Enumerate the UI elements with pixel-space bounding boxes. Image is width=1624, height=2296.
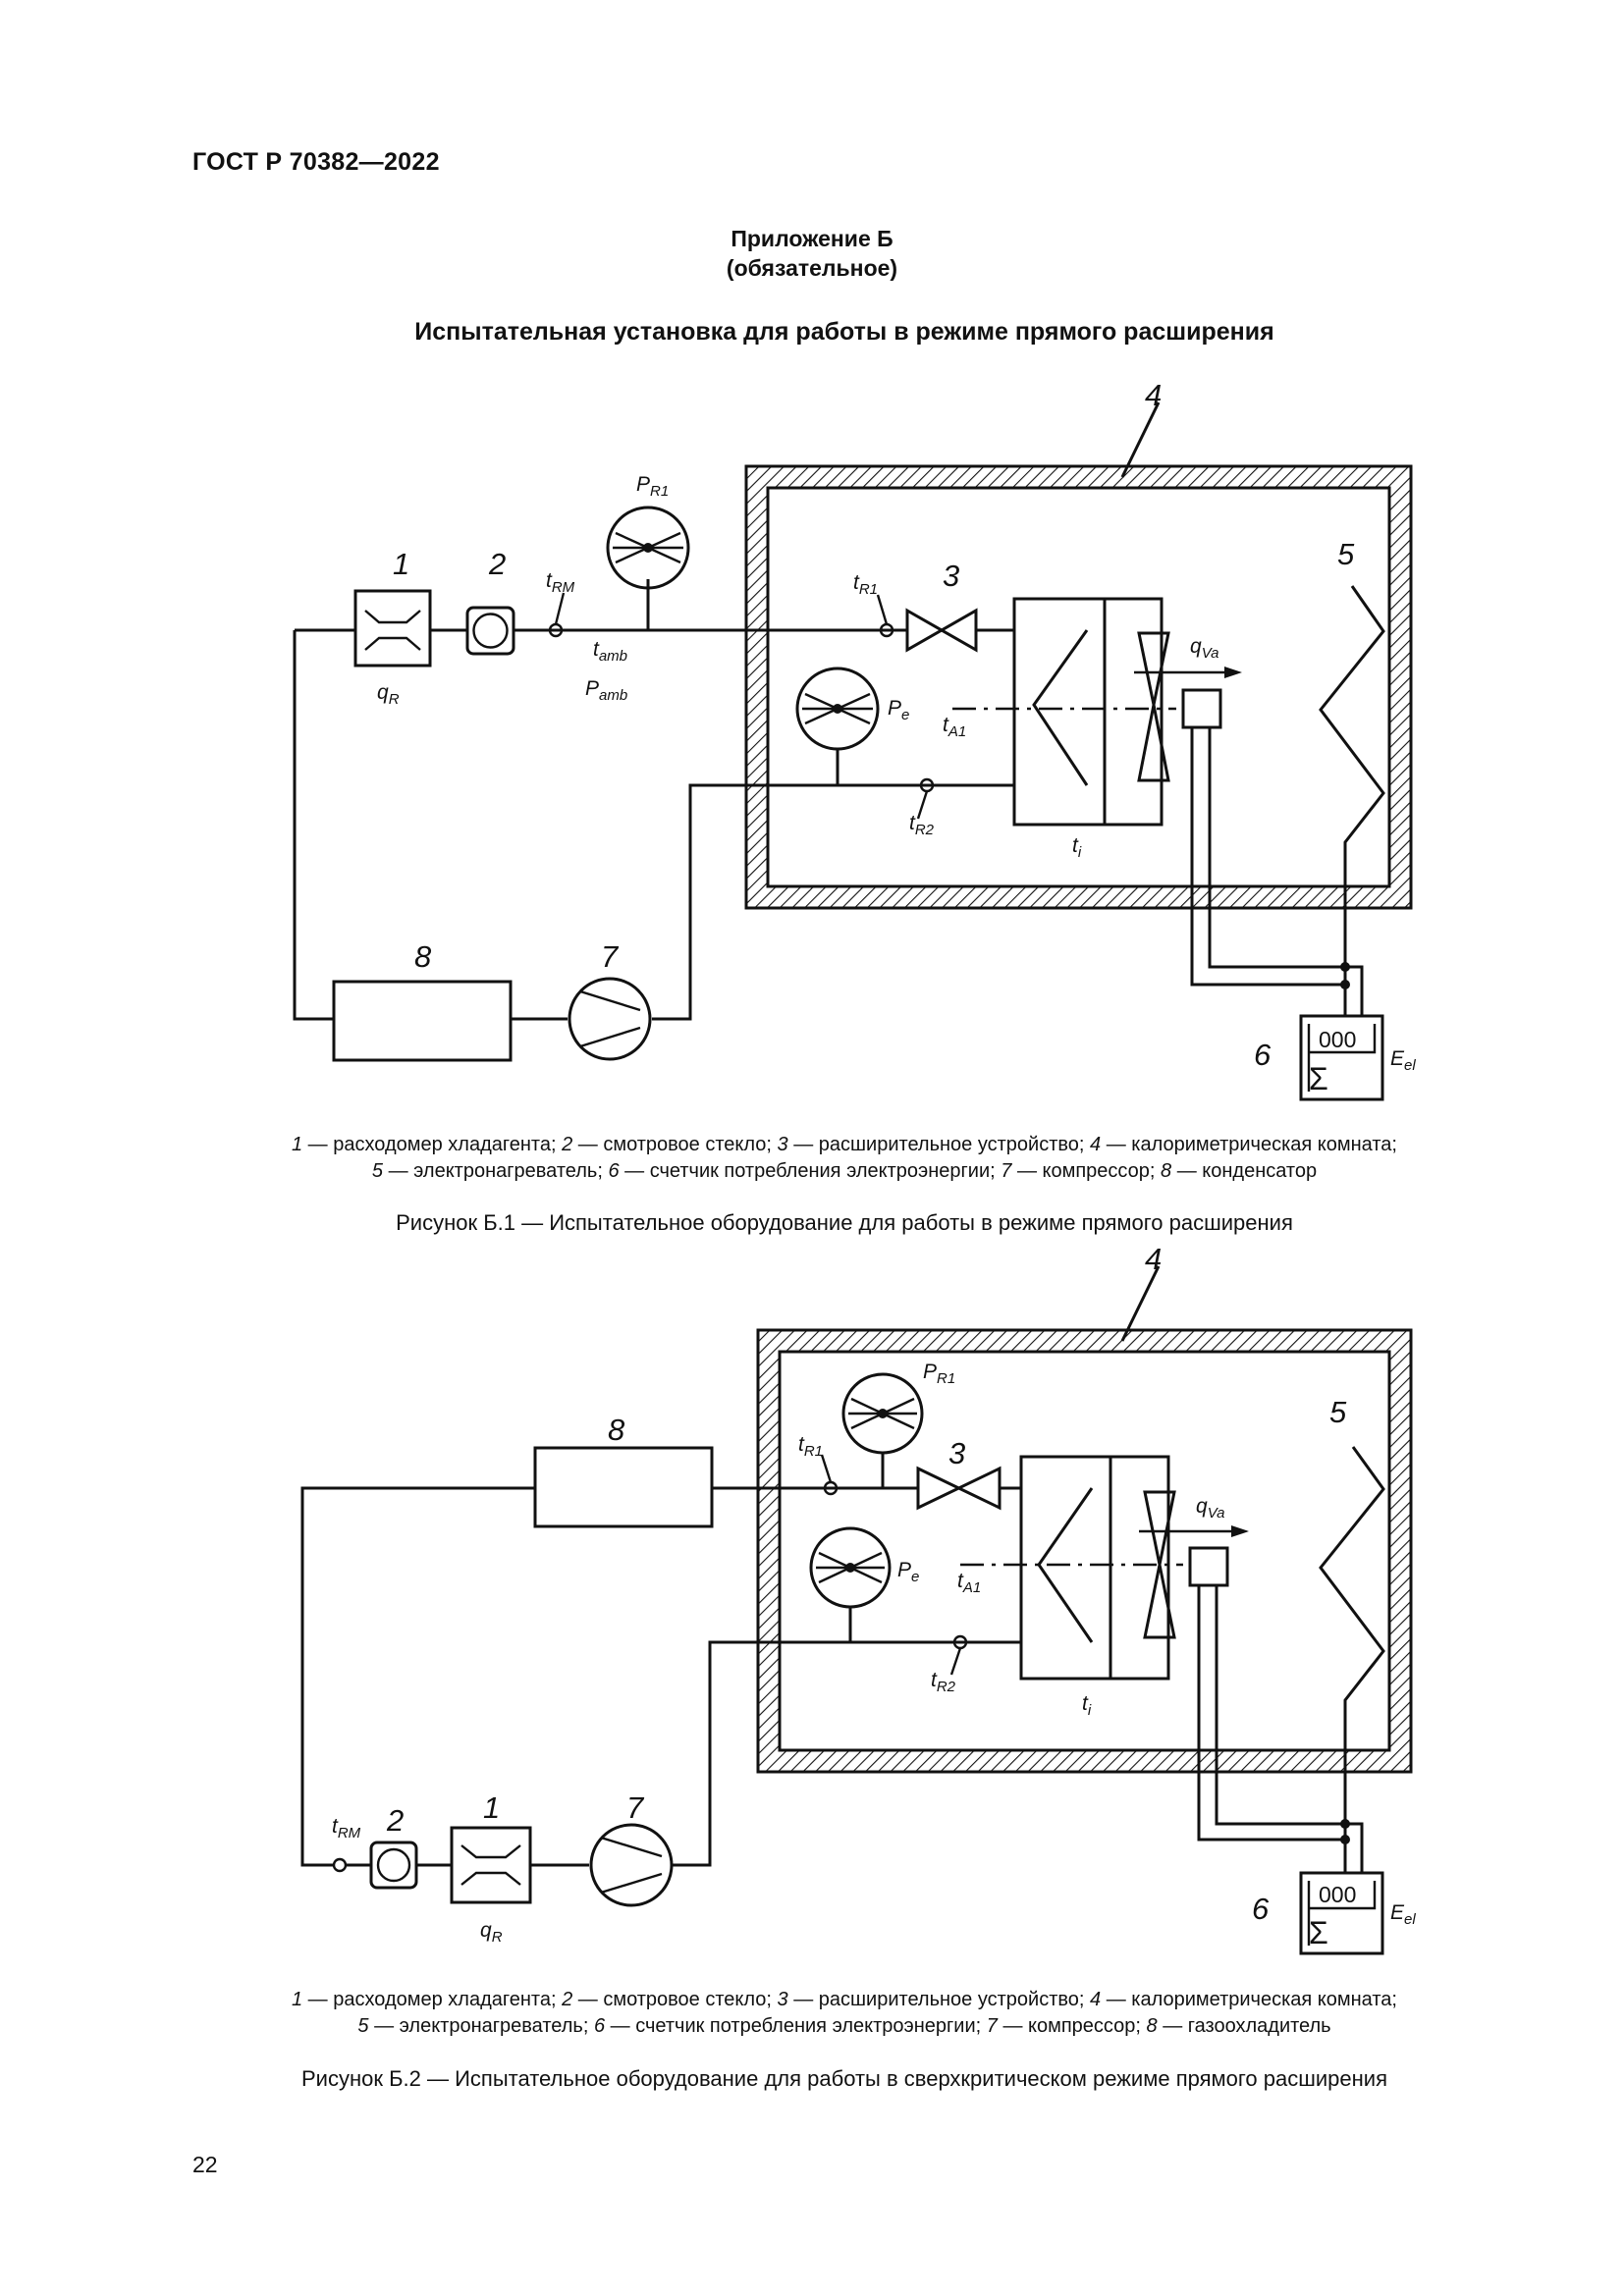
tR1-leader	[820, 1454, 833, 1483]
number-1: 1	[483, 1790, 500, 1825]
calorimeter-room-wall	[744, 464, 1413, 910]
number-4: 4	[1145, 1242, 1162, 1276]
label-tRM: tRM	[546, 569, 575, 596]
flowmeter-1	[353, 589, 432, 667]
label-Pamb: Pamb	[585, 677, 627, 704]
electric-heater-5	[1319, 1446, 1385, 1824]
number-1: 1	[393, 547, 409, 581]
meter-digits: 000	[1319, 1882, 1356, 1907]
meter-digits: 000	[1319, 1027, 1356, 1052]
electric-heater-5	[1319, 585, 1385, 967]
label-tA1: tA1	[943, 714, 966, 740]
energy-meter-6: 000 Σ	[1299, 1871, 1384, 1955]
label-tamb: tamb	[593, 638, 627, 665]
figure-1-legend: 1 — расходомер хладагента; 2 — смотровое…	[0, 1132, 1624, 1185]
number-7: 7	[601, 939, 620, 974]
room-leader-line	[1120, 1265, 1161, 1342]
tR2-leader	[916, 790, 929, 820]
condenser-8	[332, 980, 513, 1062]
evaporator-unit	[1019, 1455, 1176, 1681]
label-Pe: Pe	[897, 1559, 919, 1585]
label-tRM: tRM	[332, 1815, 361, 1842]
airflow-arrow	[1139, 1525, 1249, 1537]
compressor-7	[589, 1823, 674, 1907]
meter-wiring	[1190, 727, 1364, 1016]
number-7: 7	[626, 1790, 645, 1825]
document-header: ГОСТ Р 70382—2022	[192, 148, 440, 176]
gas-cooler-8	[533, 1446, 714, 1528]
airflow-arrow	[1134, 667, 1242, 678]
number-5: 5	[1337, 537, 1355, 571]
number-8: 8	[608, 1413, 625, 1447]
figure-2-legend: 1 — расходомер хладагента; 2 — смотровое…	[0, 1987, 1624, 2040]
meter-wiring	[1197, 1585, 1364, 1873]
label-Eel: Eel	[1390, 1047, 1416, 1074]
legend-line: 1 — расходомер хладагента; 2 — смотровое…	[292, 1134, 1397, 1155]
calorimeter-room-wall	[756, 1328, 1413, 1774]
number-8: 8	[414, 939, 432, 974]
label-PR1: PR1	[923, 1361, 955, 1387]
compressor-7	[568, 977, 652, 1061]
label-Pe: Pe	[888, 697, 909, 723]
flowmeter-1	[450, 1826, 532, 1904]
number-5: 5	[1329, 1395, 1347, 1429]
pressure-gauge-PR1	[606, 506, 690, 590]
tRM-leader	[554, 592, 566, 625]
legend-line: 5 — электронагреватель; 6 — счетчик потр…	[371, 1160, 1318, 1182]
number-3: 3	[948, 1436, 965, 1470]
label-ti: ti	[1082, 1692, 1092, 1719]
number-6: 6	[1252, 1892, 1270, 1926]
label-tR1: tR1	[853, 571, 878, 598]
number-3: 3	[943, 559, 959, 593]
label-tA1: tA1	[957, 1570, 981, 1596]
meter-sigma: Σ	[1309, 1915, 1328, 1950]
figure-2-caption: Рисунок Б.2 — Испытательное оборудование…	[301, 2066, 1387, 2091]
pressure-gauge-Pe	[795, 667, 880, 751]
expansion-valve-3	[905, 608, 978, 653]
label-qR: qR	[377, 681, 400, 708]
room-leader-line	[1120, 401, 1161, 478]
number-4: 4	[1145, 378, 1162, 412]
evaporator-unit	[1012, 597, 1170, 827]
pressure-gauge-PR1	[841, 1372, 924, 1455]
refrigerant-pipes	[300, 1453, 1021, 1867]
legend-line: 5 — электронагреватель; 6 — счетчик потр…	[357, 2015, 1331, 2037]
number-2: 2	[386, 1803, 404, 1838]
section-title: Испытательная установка для работы в реж…	[414, 318, 1274, 346]
meter-sigma: Σ	[1309, 1061, 1328, 1096]
number-2: 2	[488, 547, 506, 581]
figure-1-caption: Рисунок Б.1 — Испытательное оборудование…	[396, 1210, 1293, 1235]
tR2-leader	[949, 1647, 962, 1676]
label-tR1: tR1	[798, 1433, 823, 1460]
sensor-box	[1181, 688, 1222, 729]
label-tR2: tR2	[909, 812, 935, 838]
tR1-leader	[876, 594, 889, 625]
annex-title: Приложение Б	[731, 226, 893, 251]
annex-subtitle: (обязательное)	[726, 255, 898, 281]
sensor-box	[1188, 1546, 1229, 1587]
sight-glass-2	[465, 606, 515, 656]
expansion-valve-3	[916, 1466, 1001, 1511]
sensor-tRM	[332, 1857, 348, 1873]
label-qR: qR	[480, 1919, 503, 1946]
label-qVa: qVa	[1190, 635, 1218, 662]
label-qVa: qVa	[1196, 1495, 1224, 1522]
page-number: 22	[192, 2152, 218, 2177]
label-Eel: Eel	[1390, 1901, 1416, 1928]
pressure-gauge-Pe	[809, 1526, 892, 1609]
sight-glass-2	[369, 1841, 418, 1890]
energy-meter-6: 000 Σ	[1299, 1014, 1384, 1101]
label-ti: ti	[1072, 834, 1082, 861]
number-6: 6	[1254, 1038, 1272, 1072]
legend-line: 1 — расходомер хладагента; 2 — смотровое…	[292, 1989, 1397, 2010]
label-PR1: PR1	[636, 473, 669, 500]
label-tR2: tR2	[931, 1669, 956, 1695]
